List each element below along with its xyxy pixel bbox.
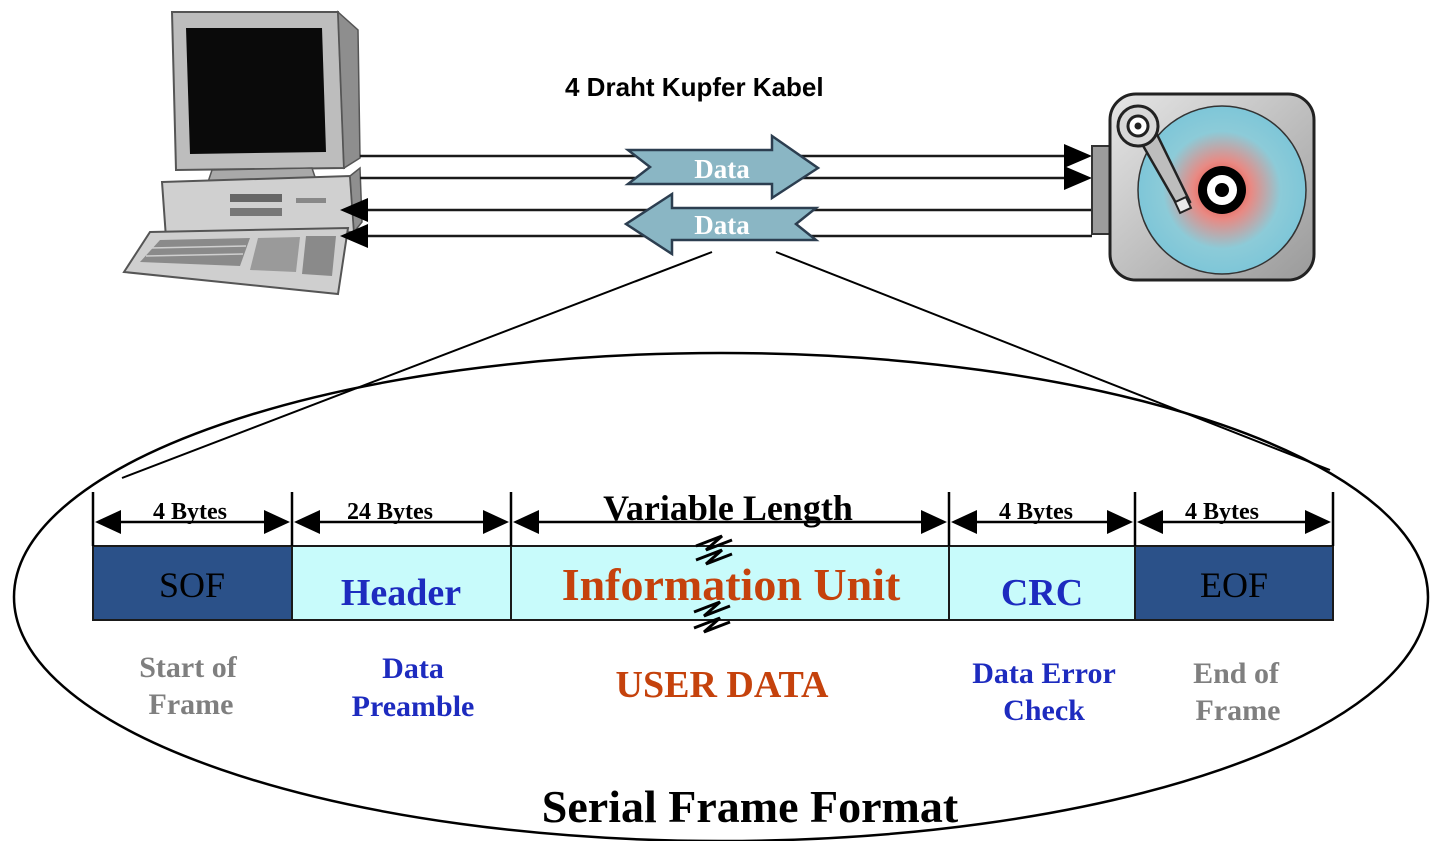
field-eof-size: 4 Bytes	[1185, 499, 1259, 525]
field-sof	[92, 545, 293, 621]
field-crc-name: CRC	[1001, 572, 1083, 614]
field-information-unit-name: Information Unit	[562, 559, 901, 610]
field-header-size: 24 Bytes	[347, 499, 433, 525]
field-header-description-line-1: Data	[382, 652, 444, 685]
data-arrow-backward-label: Data	[694, 210, 750, 240]
field-crc	[948, 545, 1136, 621]
break-mark-bottom	[693, 600, 731, 634]
data-arrow-backward: Data	[623, 191, 820, 257]
zoom-ellipse	[12, 251, 1430, 841]
data-arrow-forward: Data	[624, 133, 821, 201]
field-header-description-line-2: Preamble	[352, 690, 475, 723]
field-header	[291, 545, 512, 621]
field-sof-name: SOF	[159, 565, 225, 605]
computer-icon	[122, 10, 363, 296]
hard-disk-icon	[1091, 92, 1316, 282]
field-header-name: Header	[341, 572, 461, 614]
field-crc-description-line-2: Check	[1003, 694, 1085, 727]
field-information-unit	[510, 545, 950, 621]
field-sof-description-line-2: Frame	[149, 688, 234, 721]
data-arrow-forward-label: Data	[694, 154, 750, 184]
field-crc-size: 4 Bytes	[999, 499, 1073, 525]
field-sof-description-line-1: Start of	[139, 651, 237, 684]
dimension-lines	[91, 492, 1335, 546]
field-eof-description-line-2: Frame	[1196, 694, 1281, 727]
cable-arrowheads	[340, 144, 1092, 248]
field-information-unit-size: Variable Length	[603, 488, 853, 528]
cable-label: 4 Draht Kupfer Kabel	[565, 72, 824, 102]
break-mark-top	[695, 534, 733, 566]
frame-fields	[92, 545, 1334, 621]
field-eof	[1134, 545, 1334, 621]
field-eof-name: EOF	[1200, 565, 1268, 605]
dimension-arrowheads	[95, 510, 1331, 534]
field-crc-description-line-1: Data Error	[972, 657, 1116, 690]
diagram-title: Serial Frame Format	[542, 781, 959, 832]
field-eof-description-line-1: End of	[1193, 657, 1280, 690]
field-information-unit-description: USER DATA	[616, 664, 829, 706]
field-sof-size: 4 Bytes	[153, 499, 227, 525]
